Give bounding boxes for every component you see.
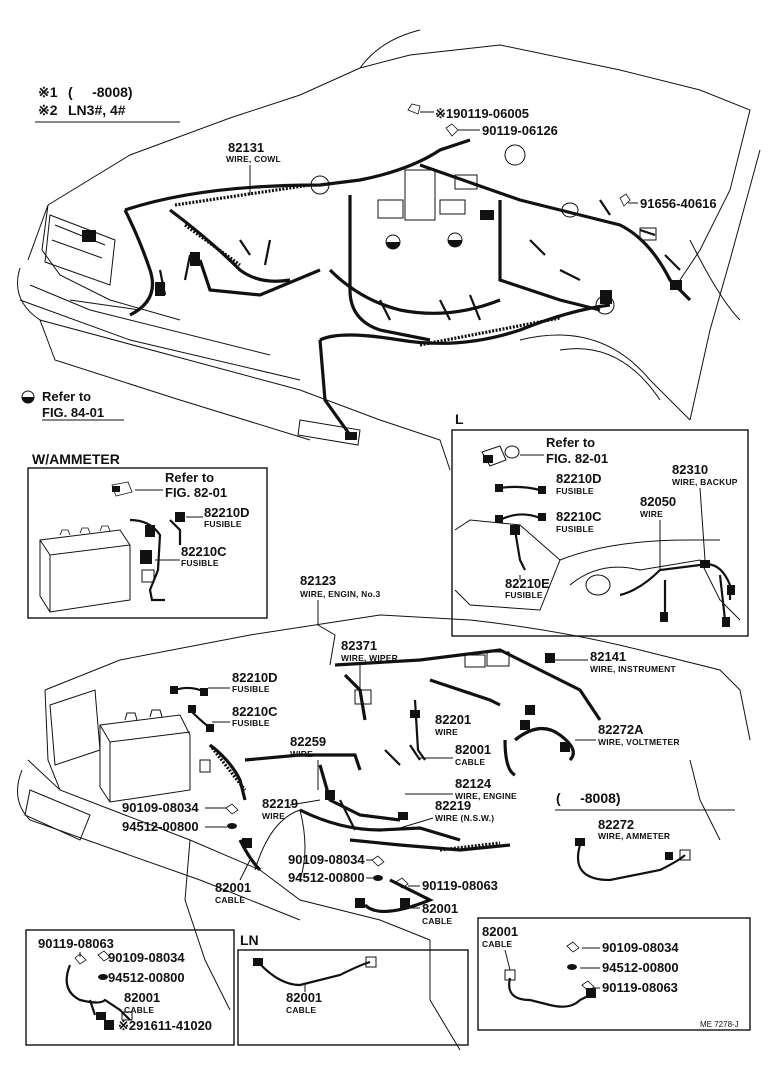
nsw-number: 82219: [435, 798, 471, 813]
w259-name: WIRE: [290, 749, 313, 759]
w219-name: WIRE: [262, 811, 285, 821]
ln-cable-name: CABLE: [286, 1005, 316, 1015]
ammeter-refer-line1: Refer to: [165, 470, 214, 485]
bl-cable-number: 82001: [124, 990, 160, 1005]
bolt3-label: 90119-08063: [422, 878, 498, 893]
refer-main: Refer to FIG. 84-01: [21, 389, 124, 421]
box-bottom-right: 82001 CABLE 90109-08034 94512-00800 9011…: [477, 917, 751, 1031]
notes: ※1 ( -8008) ※2 LN3#, 4#: [35, 84, 180, 123]
br-part-94512-00800: 94512-00800: [602, 960, 679, 975]
box-bottom-left: 90119-08063 90109-08034 94512-00800 8200…: [25, 929, 235, 1046]
eng-82210d-number: 82210D: [232, 670, 278, 685]
ammeter-box: W/AMMETER Refer to FIG. 82-01 82210D FUS…: [27, 451, 268, 619]
note2-text: LN3#, 4#: [68, 102, 126, 118]
l-box: L Refer to FIG. 82-01 82210D FUSIBLE 822…: [451, 411, 749, 637]
l-refer-line2: FIG. 82-01: [546, 451, 608, 466]
nsw-name: WIRE (N.S.W.): [435, 813, 494, 823]
ammeter-wire: ( -8008) 82272 WIRE, AMMETER: [555, 790, 735, 882]
cable-name: CABLE: [455, 757, 485, 767]
bl-cable-name: CABLE: [124, 1005, 154, 1015]
note1-text: ( -8008): [68, 84, 133, 100]
l-82210d-number: 82210D: [556, 471, 602, 486]
top-car-body: [17, 29, 761, 471]
ammeter-range: ( -8008): [556, 790, 621, 806]
br-part-90109-08034: 90109-08034: [602, 940, 679, 955]
bl-part-91611-41020: ※291611-41020: [118, 1018, 212, 1033]
l-box-title: L: [455, 411, 464, 427]
note2-mark: ※2: [38, 102, 58, 118]
l-82310-name: WIRE, BACKUP: [672, 477, 738, 487]
ammeter-82210c-number: 82210C: [181, 544, 227, 559]
note1-mark: ※1: [38, 84, 58, 100]
e3-name: WIRE, ENGIN, No.3: [300, 589, 380, 599]
ammeter-82210d-number: 82210D: [204, 505, 250, 520]
w201-name: WIRE: [435, 727, 458, 737]
cowl-harness: [82, 103, 692, 440]
br-cable-name: CABLE: [482, 939, 512, 949]
nut1-label: 94512-00800: [122, 819, 199, 834]
bolt1-label: 90109-08034: [122, 800, 199, 815]
w219-number: 82219: [262, 796, 298, 811]
ammeter-wire-number: 82272: [598, 817, 634, 832]
instr-name: WIRE, INSTRUMENT: [590, 664, 676, 674]
refer-main-line2: FIG. 84-01: [42, 405, 104, 420]
eng-82210c-number: 82210C: [232, 704, 278, 719]
ammeter-box-title: W/AMMETER: [32, 451, 120, 467]
volt-number: 82272A: [598, 722, 644, 737]
volt-name: WIRE, VOLTMETER: [598, 737, 680, 747]
bolt2-label: 90109-08034: [288, 852, 365, 867]
ammeter-refer-line2: FIG. 82-01: [165, 485, 227, 500]
eng-82210c-name: FUSIBLE: [232, 718, 270, 728]
instr-number: 82141: [590, 649, 626, 664]
eng-82210d-name: FUSIBLE: [232, 684, 270, 694]
nut2-label: 94512-00800: [288, 870, 365, 885]
l-82210e-name: FUSIBLE: [505, 590, 543, 600]
part-190119-06005: ※190119-06005: [435, 106, 529, 121]
w201-number: 82201: [435, 712, 471, 727]
br-part-90119-08063: 90119-08063: [602, 980, 678, 995]
l-82050-name: WIRE: [640, 509, 663, 519]
part-90119-06126: 90119-06126: [482, 123, 558, 138]
w259-number: 82259: [290, 734, 326, 749]
engine-harness: [170, 648, 602, 914]
l-82210e-number: 82210E: [505, 576, 550, 591]
part-91656-40616: 91656-40616: [640, 196, 717, 211]
cable3-number: 82001: [422, 901, 458, 916]
box-ln: LN 82001 CABLE: [237, 932, 469, 1046]
wiper-name: WIRE, WIPER: [341, 653, 398, 663]
ln-box-title: LN: [240, 932, 259, 948]
cable3-name: CABLE: [422, 916, 452, 926]
eng-wire-number: 82124: [455, 776, 492, 791]
diagram-code: ME 7278-J: [700, 1020, 739, 1029]
bl-part-90119-08063: 90119-08063: [38, 936, 114, 951]
ammeter-wire-name: WIRE, AMMETER: [598, 831, 670, 841]
bl-part-94512-00800: 94512-00800: [108, 970, 185, 985]
l-82210c-name: FUSIBLE: [556, 524, 594, 534]
br-cable-number: 82001: [482, 924, 518, 939]
l-82050-number: 82050: [640, 494, 676, 509]
ln-cable-number: 82001: [286, 990, 322, 1005]
e3-number: 82123: [300, 573, 336, 588]
cable-number: 82001: [455, 742, 491, 757]
cable2-number: 82001: [215, 880, 251, 895]
refer-main-line1: Refer to: [42, 389, 91, 404]
cowl-wire-number: 82131: [228, 140, 264, 155]
top-part-labels: ※190119-06005 90119-06126 91656-40616 82…: [226, 106, 717, 211]
ammeter-82210c-name: FUSIBLE: [181, 558, 219, 568]
l-refer-line1: Refer to: [546, 435, 595, 450]
l-82210d-name: FUSIBLE: [556, 486, 594, 496]
engine-labels: 82123 WIRE, ENGIN, No.3 82371 WIRE, WIPE…: [122, 573, 680, 926]
ammeter-82210d-name: FUSIBLE: [204, 519, 242, 529]
l-82310-number: 82310: [672, 462, 708, 477]
wiper-number: 82371: [341, 638, 377, 653]
cowl-wire-name: WIRE, COWL: [226, 154, 281, 164]
bl-part-90109-08034: 90109-08034: [108, 950, 185, 965]
cable2-name: CABLE: [215, 895, 245, 905]
l-82210c-number: 82210C: [556, 509, 602, 524]
eng-wire-name: WIRE, ENGINE: [455, 791, 517, 801]
